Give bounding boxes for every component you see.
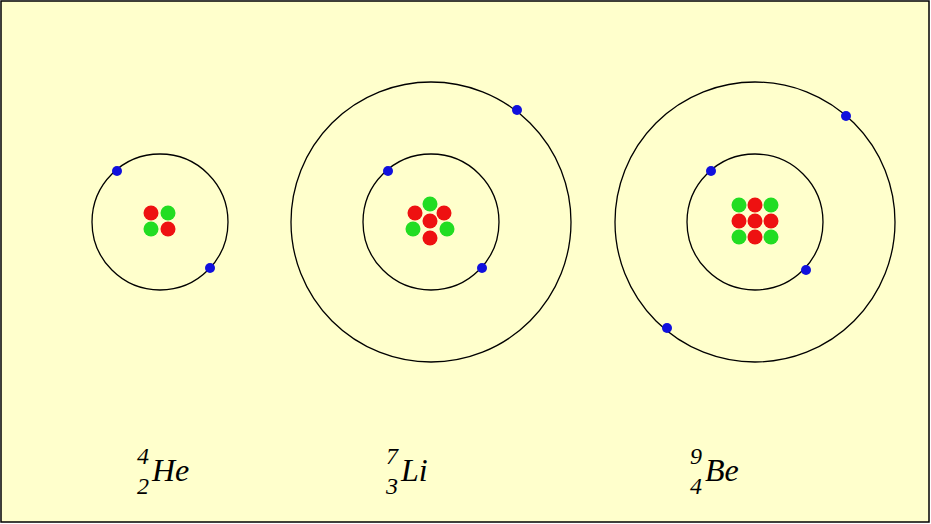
- element-symbol: Be: [705, 454, 739, 486]
- element-symbol: He: [152, 454, 189, 486]
- electrons: [112, 105, 851, 333]
- element-symbol: Li: [401, 454, 428, 486]
- atomic-number: 3: [386, 474, 398, 498]
- mass-number: 9: [690, 444, 702, 468]
- atomic-number: 2: [137, 474, 149, 498]
- atomic-number: 4: [690, 474, 702, 498]
- mass-number: 4: [137, 444, 149, 468]
- orbits: [92, 82, 895, 362]
- nucleons: [144, 197, 779, 246]
- mass-number: 7: [386, 444, 398, 468]
